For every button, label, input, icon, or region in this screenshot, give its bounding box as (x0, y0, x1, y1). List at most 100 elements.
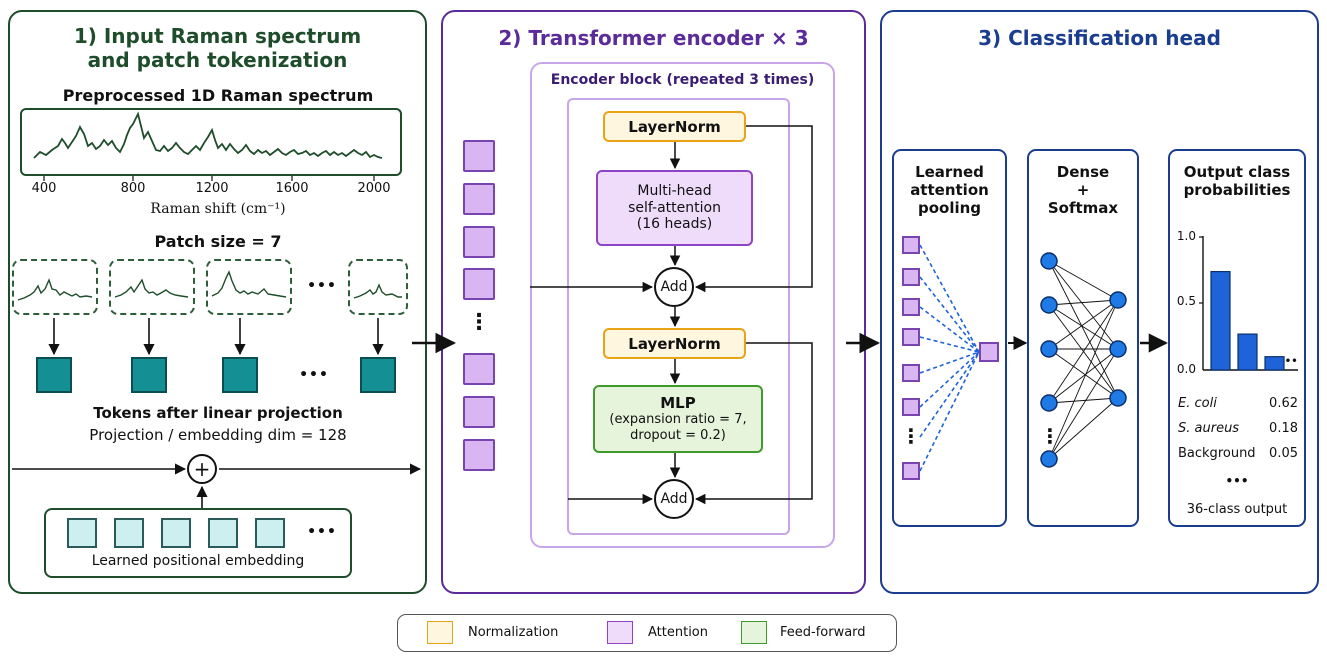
sequence-token-4 (463, 268, 495, 300)
dense-softmax-box (1027, 149, 1139, 527)
patch-4-spectrum (353, 283, 402, 299)
plus-sign: + (193, 457, 211, 481)
add-2-label: Add (660, 491, 688, 507)
dense-softmax-title: Dense + Softmax (1047, 163, 1119, 217)
prob-row-1-value: 0.62 (1269, 396, 1298, 411)
prob-row-1-name: E. coli (1178, 396, 1217, 411)
add-1-circle: Add (654, 267, 694, 307)
pos-embed-4 (208, 518, 238, 548)
prob-row-2-name: S. aureus (1178, 421, 1240, 436)
add-1-label: Add (660, 279, 688, 295)
bar-ellipsis: ••• (1278, 356, 1298, 367)
prob-row-3-value: 0.05 (1269, 446, 1298, 461)
token-2 (131, 357, 167, 393)
legend-label-normalization: Normalization (468, 625, 559, 640)
embedding-dim-label: Projection / embedding dim = 128 (89, 426, 347, 444)
residual-2 (694, 342, 813, 505)
token-ellipsis: ••• (299, 367, 329, 383)
spectrum-frame (20, 108, 402, 176)
tokens-label: Tokens after linear projection (93, 404, 343, 422)
mlp-label-line1: MLP (660, 394, 696, 413)
sequence-token-1 (463, 140, 495, 172)
probability-bar-3 (1264, 356, 1285, 371)
rows-ellipsis: ••• (1225, 474, 1249, 488)
attention-label-line2: self-attention (628, 199, 721, 216)
prob-row-2-value: 0.18 (1269, 421, 1298, 436)
mlp-label-line2: (expansion ratio = 7, (609, 412, 747, 428)
x-tick-400: 400 (31, 181, 57, 196)
add-circle-plus: + (187, 454, 217, 484)
pool-token-5 (902, 364, 920, 382)
dense-network-edges (1048, 260, 1119, 460)
spectrum-title: Preprocessed 1D Raman spectrum (62, 86, 374, 105)
output-title: Output class probabilities (1183, 163, 1291, 199)
y-tick-0-0: 0.0 (1176, 362, 1196, 376)
patch-ellipsis: ••• (307, 278, 337, 294)
panel-classification-head: 3) Classification head (880, 10, 1319, 594)
sequence-token-7 (463, 439, 495, 471)
legend-swatch-attention (607, 621, 633, 644)
panel3-title: 3) Classification head (978, 26, 1221, 50)
pos-embed-label: Learned positional embedding (91, 553, 305, 569)
panel-transformer-encoder: 2) Transformer encoder × 3 (441, 10, 866, 594)
panel1-title: 1) Input Raman spectrum and patch tokeni… (73, 24, 362, 72)
attention-label-line3: (16 heads) (636, 216, 713, 233)
pos-embed-1 (67, 518, 97, 548)
attention-pooling-title: Learned attention pooling (910, 163, 989, 217)
sequence-vdots: ⋮ (468, 310, 490, 335)
legend-label-feed-forward: Feed-forward (780, 625, 866, 640)
attention-pooling-box (892, 149, 1007, 527)
pool-token-2 (902, 268, 920, 286)
legend-swatch-normalization (427, 621, 453, 644)
multi-head-attention-box: Multi-head self-attention (16 heads) (596, 170, 753, 246)
sequence-token-3 (463, 226, 495, 258)
patch-1-spectrum (17, 278, 93, 301)
pos-embed-5 (255, 518, 285, 548)
class-output-label: 36-class output (1186, 502, 1288, 517)
encoder-block-inner (567, 98, 790, 535)
token-3 (222, 357, 258, 393)
x-axis-label: Raman shift (cm⁻¹) (150, 201, 286, 217)
patch-2 (109, 259, 195, 315)
sequence-token-6 (463, 396, 495, 428)
mlp-label-line3: dropout = 0.2) (630, 428, 726, 443)
sequence-token-5 (463, 353, 495, 385)
pool-token-1 (902, 236, 920, 254)
pool-token-6 (902, 398, 920, 416)
probability-bar-1 (1210, 270, 1231, 371)
residual-1 (694, 125, 813, 293)
layernorm-1-box: LayerNorm (603, 111, 746, 142)
output-probabilities-box (1168, 149, 1306, 527)
encoder-block-title: Encoder block (repeated 3 times) (550, 72, 815, 88)
pool-token-3 (902, 298, 920, 316)
patch-size-label: Patch size = 7 (154, 232, 282, 251)
patch-4 (348, 259, 408, 315)
pooling-dashed-lines (919, 244, 980, 472)
y-tick-0-5: 0.5 (1176, 294, 1196, 308)
patch-3-spectrum (211, 270, 287, 298)
pos-embed-2 (114, 518, 144, 548)
panel-input-tokenization: 1) Input Raman spectrum and patch tokeni… (8, 10, 427, 594)
dense-vdots: ⋮ (1040, 424, 1060, 448)
pool-vdots: ⋮ (901, 424, 921, 448)
y-tick-1-0: 1.0 (1176, 229, 1196, 243)
panel2-title: 2) Transformer encoder × 3 (498, 26, 809, 50)
patch-2-spectrum (114, 278, 189, 298)
attention-label-line1: Multi-head (637, 182, 712, 199)
prob-row-3-name: Background (1178, 446, 1256, 461)
x-tick-1200: 1200 (195, 181, 229, 196)
raman-spectrum-line (33, 111, 383, 159)
mlp-box: MLP (expansion ratio = 7, dropout = 0.2) (593, 385, 763, 453)
add-2-circle: Add (654, 479, 694, 519)
x-tick-1600: 1600 (275, 181, 309, 196)
encoder-block-outer (530, 62, 835, 548)
token-4 (360, 357, 396, 393)
pool-token-4 (902, 328, 920, 346)
patch-1 (12, 259, 98, 315)
bars-layer (1210, 270, 1285, 371)
patch-3 (206, 259, 292, 315)
pos-ellipsis: ••• (307, 524, 337, 540)
layernorm-1-label: LayerNorm (628, 117, 721, 136)
x-tick-800: 800 (120, 181, 146, 196)
